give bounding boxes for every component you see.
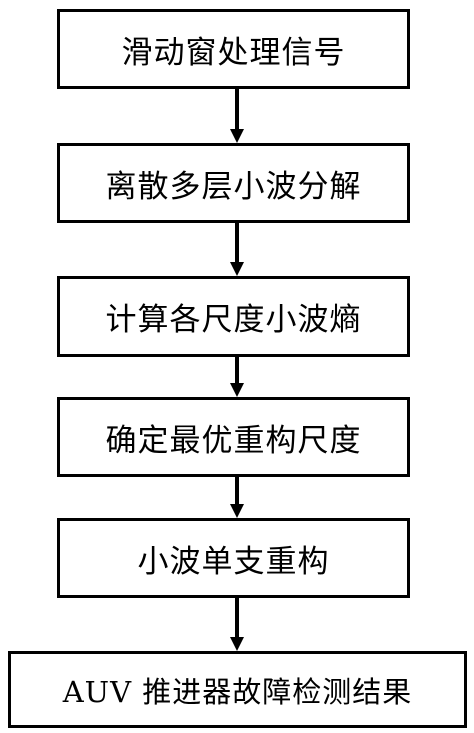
step-box-4: 确定最优重构尺度 [57,397,410,477]
step-box-6: AUV 推进器故障检测结果 [8,651,467,728]
step-box-2: 离散多层小波分解 [57,143,410,223]
step-label-4: 确定最优重构尺度 [105,422,362,459]
arrow-down-icon [230,598,244,651]
step-label-1: 滑动窗处理信号 [121,34,346,71]
step-box-5: 小波单支重构 [57,518,410,598]
step-box-3: 计算各尺度小波熵 [57,276,410,357]
arrow-down-icon [230,477,244,518]
step-label-6: AUV 推进器故障检测结果 [62,674,413,709]
step-label-2: 离散多层小波分解 [105,168,362,205]
step-label-5: 小波单支重构 [137,543,330,580]
arrow-down-icon [230,89,244,143]
step-label-3: 计算各尺度小波熵 [105,302,362,338]
arrow-down-icon [230,357,244,397]
arrow-down-icon [230,223,244,276]
step-box-1: 滑动窗处理信号 [57,9,410,89]
